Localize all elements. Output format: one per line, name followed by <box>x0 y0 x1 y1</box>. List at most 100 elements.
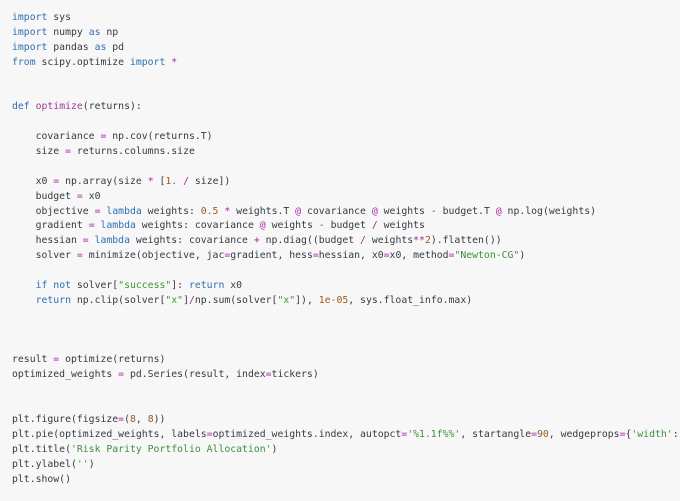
code-token: as <box>94 41 107 53</box>
code-token: np.cov(returns.T) <box>106 131 213 143</box>
code-line: import numpy as np <box>12 26 680 41</box>
code-token <box>12 280 36 291</box>
code-token: covariance <box>301 205 372 217</box>
code-token: pd <box>106 41 125 53</box>
code-token: [ <box>153 175 166 187</box>
code-token: size <box>12 146 66 158</box>
code-token: optimize <box>35 101 83 113</box>
code-line: if not solver["success"]: return x0 <box>12 279 680 294</box>
code-token: = <box>383 250 390 262</box>
code-token: = <box>100 131 107 143</box>
code-token: (returns): <box>82 101 142 113</box>
code-token: = <box>53 175 60 187</box>
code-token: hessian, x0 <box>318 250 384 262</box>
code-line: result = optimize(returns) <box>12 353 680 368</box>
code-token: = <box>118 414 125 426</box>
code-token: / <box>360 235 366 247</box>
code-token: scipy.optimize <box>35 56 130 68</box>
code-token: plt.figure(figsize <box>12 414 119 426</box>
code-token: 1e-05 <box>318 294 349 306</box>
code-line: optimized_weights = pd.Series(result, in… <box>12 368 680 383</box>
code-token: ).flatten()) <box>430 235 502 247</box>
code-token: , wedgeprops <box>548 428 620 440</box>
code-token: size]) <box>189 175 231 187</box>
code-token: def <box>12 101 30 113</box>
code-token: x0 <box>12 175 54 187</box>
code-token: * <box>171 56 178 68</box>
code-token: 8 <box>129 414 136 426</box>
code-token: / <box>183 175 189 187</box>
code-line: budget = x0 <box>12 190 680 205</box>
code-token: solver[ <box>71 280 119 292</box>
code-token: tickers) <box>271 369 319 381</box>
code-token: / <box>188 294 195 306</box>
code-token: 'width' <box>631 428 673 440</box>
code-line <box>12 264 680 279</box>
code-token: weights: covariance <box>135 220 260 232</box>
code-token: weights <box>377 205 431 217</box>
code-line: plt.pie(optimized_weights, labels=optimi… <box>12 428 680 443</box>
code-token: budget <box>324 220 372 232</box>
code-token: plt.title( <box>12 443 71 455</box>
code-token: import <box>129 56 166 68</box>
code-token: weights: <box>141 205 201 217</box>
code-token: - <box>318 220 325 232</box>
code-line: plt.title('Risk Parity Portfolio Allocat… <box>12 443 680 458</box>
code-token: ]), <box>295 294 319 306</box>
code-line <box>12 398 680 413</box>
code-token: = <box>531 428 537 440</box>
code-line <box>12 85 680 100</box>
code-token: 8 <box>147 414 154 426</box>
code-line: from scipy.optimize import * <box>12 56 680 71</box>
code-token: : <box>672 428 679 440</box>
code-token: returns.columns.size <box>71 146 195 158</box>
code-token: numpy <box>47 26 89 38</box>
code-token: = <box>224 250 231 262</box>
code-token: / <box>371 220 378 232</box>
code-token: weights <box>365 235 414 247</box>
code-token: = <box>76 250 83 262</box>
code-token: @ <box>295 205 302 217</box>
code-token: @ <box>371 205 378 217</box>
code-token: np.diag((budget <box>259 235 361 247</box>
code-token: np.log(weights) <box>501 205 597 217</box>
code-line: plt.ylabel('') <box>12 458 680 473</box>
code-line: gradient = lambda weights: covariance @ … <box>12 219 680 234</box>
code-line <box>12 339 680 354</box>
code-token: x0 <box>224 280 243 292</box>
code-line: def optimize(returns): <box>12 100 680 115</box>
code-token: "x" <box>165 294 184 306</box>
code-line: plt.figure(figsize=(8, 8)) <box>12 413 680 428</box>
code-line <box>12 383 680 398</box>
code-token: np.array(size <box>59 175 148 187</box>
code-line: plt.show() <box>12 473 680 488</box>
code-token: = <box>53 354 60 366</box>
code-token: - <box>430 205 437 217</box>
code-token: { <box>625 428 632 440</box>
code-token: gradient <box>12 220 89 232</box>
code-token: * <box>147 175 154 187</box>
code-token: )) <box>153 414 166 426</box>
code-token: "Newton-CG" <box>454 250 520 262</box>
code-line <box>12 324 680 339</box>
code-line: import sys <box>12 11 680 26</box>
code-token: ] <box>183 294 189 306</box>
code-token: np.clip(solver[ <box>70 294 166 306</box>
code-token: 2 <box>424 235 431 247</box>
code-token: , startangle <box>460 428 532 440</box>
code-token: optimized_weights.index, autopct <box>212 428 402 440</box>
code-line <box>12 115 680 130</box>
code-token: "x" <box>277 294 296 306</box>
code-token: not <box>53 280 71 292</box>
code-token: * <box>224 205 231 217</box>
code-token: "success" <box>118 280 172 292</box>
code-token: pandas <box>47 41 95 53</box>
code-token: 'Risk Parity Portfolio Allocation' <box>70 443 272 455</box>
code-token: @ <box>259 220 266 232</box>
code-token: plt.show() <box>12 473 71 485</box>
code-token: sys <box>47 12 71 23</box>
code-token <box>12 295 36 306</box>
code-token: = <box>88 220 95 232</box>
